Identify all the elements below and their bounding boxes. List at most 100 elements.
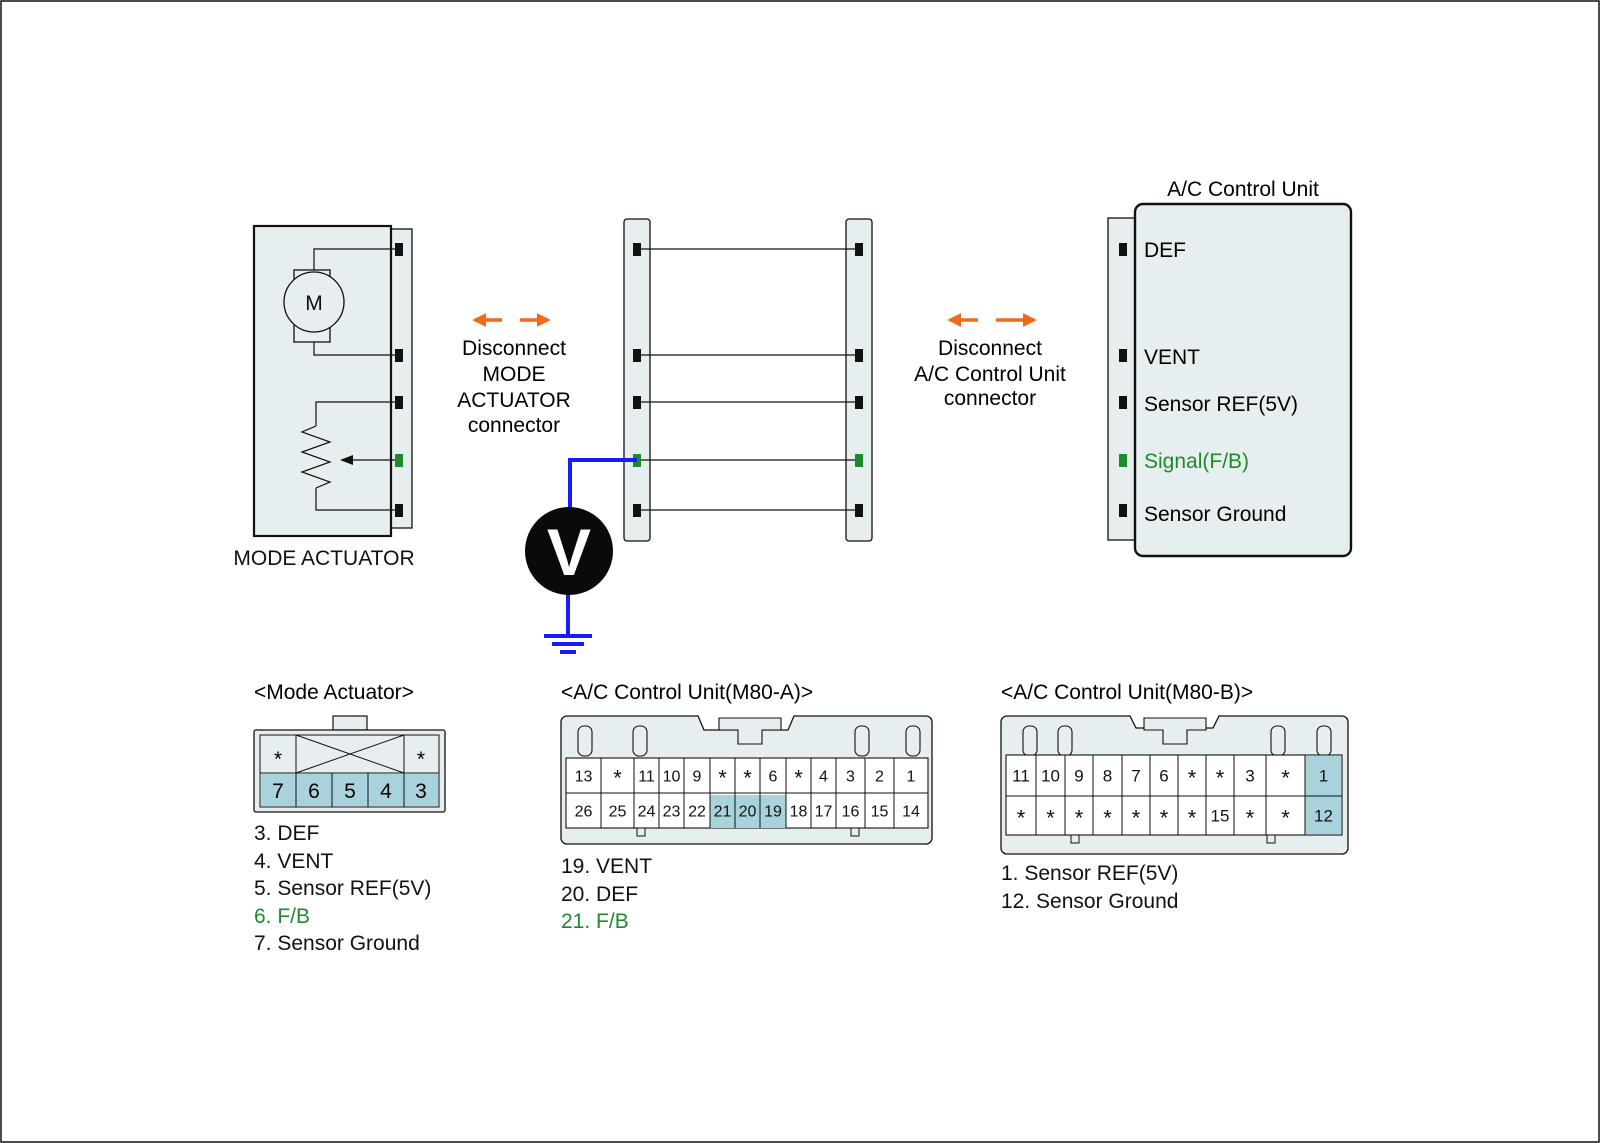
m80b-pin-top: 10 [1041,767,1060,786]
m80a-pin-top: 2 [875,769,884,786]
m80a-pin-bottom: 24 [638,804,656,821]
motor-label: M [305,292,323,315]
m80b-pin-bottom: * [1160,806,1169,831]
m80a-pin-top: * [743,766,752,791]
m80a-pin-top: 13 [575,769,593,786]
connector-m80b-face [1000,715,1349,855]
mode-actuator-title: MODE ACTUATOR [233,547,414,570]
mode-cell-3: 3 [415,780,427,803]
m80b-pin-top: 9 [1074,767,1083,786]
m80b-pin-bottom: * [1046,806,1055,831]
m80a-pin-bottom: 23 [663,804,681,821]
m80b-pin-bottom: * [1132,806,1141,831]
acu-pin-signal: Signal(F/B) [1144,450,1249,473]
harness-wires [641,248,855,511]
mode-actuator-pins [395,243,403,517]
m80b-pin-top: * [1216,766,1225,791]
connector-m80a-face [560,715,933,845]
disconnect-mode-line-3: ACTUATOR [457,389,571,412]
legend-mode-item: 3. DEF [254,822,320,845]
disconnect-acu-line-2: A/C Control Unit [914,363,1066,386]
m80b-pin-bottom: 15 [1211,807,1230,826]
m80b-pin-bottom: * [1103,806,1112,831]
acu-pin-def: DEF [1144,239,1186,262]
m80a-pin-bottom: 18 [790,804,808,821]
disconnect-acu-line-1: Disconnect [938,337,1042,360]
legend-m80a-item: 21. F/B [561,910,629,933]
connector-m80a-title: <A/C Control Unit(M80-A)> [561,681,813,704]
mode-cell-7: 7 [272,780,284,803]
legend-m80b: 1. Sensor REF(5V) 12. Sensor Ground [1001,860,1178,915]
m80b-pin-top: * [1281,766,1290,791]
voltmeter-icon: V [525,507,613,595]
m80b-pin-top: 6 [1159,767,1168,786]
potentiometer-icon [300,401,398,511]
legend-mode-item: 5. Sensor REF(5V) [254,877,432,900]
connector-mode-face [253,715,446,813]
m80a-pin-bottom: 16 [842,804,860,821]
disconnect-mode-line-1: Disconnect [462,337,566,360]
m80a-pin-top: 11 [638,769,655,786]
m80a-pin-top: 1 [907,769,916,786]
legend-m80a-item: 20. DEF [561,882,639,906]
m80b-pin-top: 1 [1319,767,1328,786]
mode-cell-5: 5 [344,780,356,803]
legend-mode-actuator: 3. DEF 4. VENT 5. Sensor REF(5V) 6. F/B … [254,820,431,958]
disconnect-mode-line-2: MODE [483,363,546,386]
connector-m80a-cells: 1326*2511241023922*21*20619*184173162151… [575,758,920,828]
m80b-pin-bottom: * [1075,806,1084,831]
m80a-pin-bottom: 21 [714,804,732,821]
legend-m80b-item: 1. Sensor REF(5V) [1001,862,1179,885]
m80a-pin-top: 3 [846,769,855,786]
mode-cell-6: 6 [308,780,320,803]
acu-pin-sensor-ground: Sensor Ground [1144,503,1286,526]
disconnect-mode-line-4: connector [468,414,560,437]
harness-connector-right [845,218,873,542]
m80b-pin-top: 11 [1012,767,1030,786]
legend-m80a-item: 19. VENT [561,855,653,878]
legend-mode-item: 4. VENT [254,849,334,873]
m80b-pin-bottom: 12 [1314,807,1333,826]
connector-m80b-title: <A/C Control Unit(M80-B)> [1001,681,1253,704]
mode-cell-top-1: * [274,748,282,771]
m80b-pin-bottom: * [1188,806,1197,831]
m80a-pin-bottom: 19 [764,804,782,821]
connector-m80b-cells: 11*10*9*8*7*6****153***112 [1012,755,1333,835]
acu-pin-sensor-ref: Sensor REF(5V) [1144,393,1298,416]
m80a-pin-top: * [613,766,622,791]
m80b-pin-top: 8 [1103,767,1112,786]
m80a-pin-top: 9 [693,769,702,786]
harness-connector-left [623,218,651,542]
acu-block [1107,202,1353,558]
m80a-pin-bottom: 25 [609,804,627,821]
m80a-pin-top: 4 [819,769,828,786]
m80a-pin-top: 6 [769,769,778,786]
mode-cell-4: 4 [380,780,392,803]
voltmeter-label: V [547,515,591,589]
m80a-pin-bottom: 15 [871,804,889,821]
m80b-pin-top: * [1188,766,1197,791]
m80a-pin-bottom: 20 [739,804,757,821]
acu-title: A/C Control Unit [1167,178,1319,201]
disconnect-acu-line-3: connector [944,387,1036,410]
legend-mode-item: 6. F/B [254,904,311,928]
m80a-pin-top: * [794,766,803,791]
mode-actuator-block: M [252,224,413,538]
mode-cell-top-2: * [417,748,425,771]
probe-wire [544,458,637,654]
m80a-pin-bottom: 26 [575,804,593,821]
legend-m80a: 19. VENT 20. DEF 21. F/B [561,853,652,936]
m80a-pin-bottom: 17 [815,804,833,821]
m80a-pin-bottom: 14 [902,804,920,821]
m80a-pin-top: * [718,766,727,791]
m80b-pin-top: 3 [1245,767,1254,786]
legend-mode-item: 7. Sensor Ground [254,932,420,955]
acu-pin-vent: VENT [1144,346,1200,369]
m80b-pin-top: 7 [1131,767,1140,786]
m80b-pin-bottom: * [1017,806,1026,831]
m80b-pin-bottom: * [1281,806,1290,831]
legend-m80b-item: 12. Sensor Ground [1001,889,1179,913]
motor-icon: M [283,269,345,343]
